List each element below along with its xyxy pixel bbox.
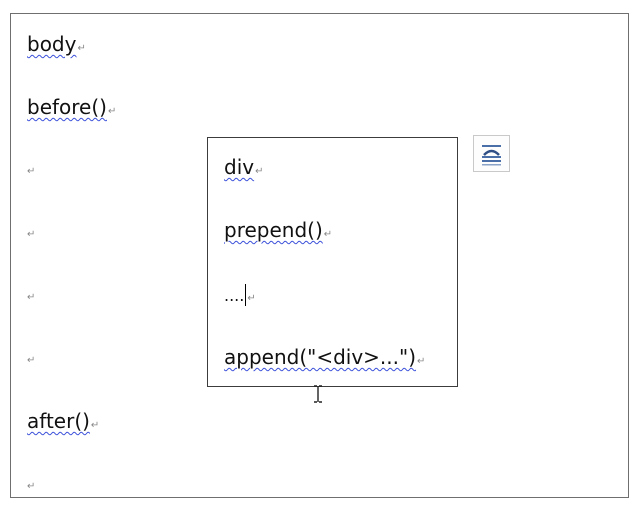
textbox-line-div[interactable]: div↵ <box>224 154 263 185</box>
paragraph-mark-icon: ↵ <box>247 293 256 304</box>
text-caret <box>245 284 247 306</box>
paragraph-mark-icon: ↵ <box>323 229 333 240</box>
layout-options-icon[interactable] <box>473 135 510 172</box>
empty-paragraph-mark-icon[interactable]: ↵ <box>27 166 36 177</box>
empty-paragraph-mark-icon[interactable]: ↵ <box>27 481 36 492</box>
paragraph-mark-icon: ↵ <box>77 43 86 54</box>
textbox-text-div: div <box>224 155 255 179</box>
textbox-text-dots: .... <box>224 286 245 305</box>
text-box[interactable]: div↵ prepend()↵ ....↵ append("<div>...")… <box>207 137 458 387</box>
ibeam-cursor-icon <box>314 385 322 403</box>
textbox-text-prepend: prepend() <box>224 218 323 242</box>
document-page[interactable]: body↵ before()↵ ↵ ↵ ↵ ↵ after()↵ ↵ div↵ … <box>10 13 629 498</box>
doc-line-after[interactable]: after()↵ <box>27 408 99 439</box>
empty-paragraph-mark-icon[interactable]: ↵ <box>27 229 36 240</box>
layout-options-glyph <box>482 145 501 166</box>
doc-text-body: body <box>27 32 77 56</box>
doc-line-before[interactable]: before()↵ <box>27 94 116 125</box>
textbox-text-append: append("<div>...") <box>224 345 417 369</box>
doc-line-body[interactable]: body↵ <box>27 31 86 62</box>
doc-text-after: after() <box>27 409 90 433</box>
paragraph-mark-icon: ↵ <box>255 166 264 177</box>
paragraph-mark-icon: ↵ <box>90 420 100 431</box>
textbox-line-dots[interactable]: ....↵ <box>224 281 256 312</box>
textbox-line-prepend[interactable]: prepend()↵ <box>224 217 332 248</box>
empty-paragraph-mark-icon[interactable]: ↵ <box>27 355 36 366</box>
textbox-line-append[interactable]: append("<div>...")↵ <box>224 344 425 375</box>
empty-paragraph-mark-icon[interactable]: ↵ <box>27 292 36 303</box>
paragraph-mark-icon: ↵ <box>107 106 117 117</box>
doc-text-before: before() <box>27 95 107 119</box>
paragraph-mark-icon: ↵ <box>417 356 426 367</box>
